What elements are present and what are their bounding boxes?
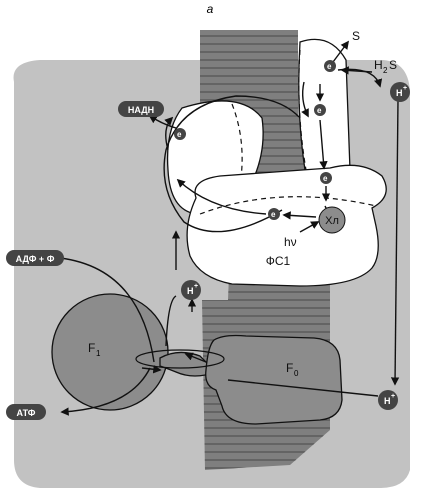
electron-2: e <box>314 104 326 116</box>
line-hplus-down <box>165 295 177 347</box>
svg-text:e: e <box>271 210 276 219</box>
electron-1: e <box>324 60 336 72</box>
flow-arrows <box>59 40 400 416</box>
arrow-hv-to-chl <box>299 221 320 233</box>
svg-text:H: H <box>384 396 391 406</box>
svg-text:+: + <box>403 85 407 92</box>
svg-text:e: e <box>317 106 322 115</box>
svg-text:e: e <box>327 62 332 71</box>
svg-text:+: + <box>391 393 395 400</box>
label-f1: F 1 <box>88 341 101 358</box>
svg-text:2: 2 <box>383 66 388 75</box>
hplus-bottom: H + <box>378 390 398 410</box>
electron-4: e <box>268 208 280 220</box>
arrow-rotor-2 <box>141 365 162 374</box>
svg-text:АТФ: АТФ <box>17 408 36 418</box>
atp-label: АТФ <box>6 404 46 420</box>
rotor-ring <box>135 349 225 369</box>
adp-label: АДФ + Ф <box>6 250 64 266</box>
arrow-to-atp <box>60 367 151 416</box>
electron-3: e <box>320 172 332 184</box>
svg-text:H: H <box>374 58 383 72</box>
electron-5: e <box>174 128 186 140</box>
f1-head <box>51 293 169 411</box>
ps1-body <box>186 164 387 287</box>
svg-text:H: H <box>396 88 403 98</box>
label-h2s: H 2 S <box>374 58 397 75</box>
arrow-chl-to-e <box>282 211 317 220</box>
label-hv: hν <box>284 235 297 249</box>
label-f0: F 0 <box>286 361 299 378</box>
arrow-e-upper <box>301 81 309 118</box>
arrow-right-down <box>390 99 400 386</box>
label-ps1: ФС1 <box>266 254 291 268</box>
svg-text:АДФ + Ф: АДФ + Ф <box>16 254 55 264</box>
svg-text:S: S <box>389 58 397 72</box>
arrow-rotor-1 <box>184 352 207 363</box>
hplus-top: H + <box>390 82 410 102</box>
svg-text:F: F <box>88 341 95 355</box>
arc-around-lobe <box>163 95 301 233</box>
svg-text:e: e <box>177 130 182 139</box>
arrow-e-down-2 <box>319 119 328 170</box>
svg-text:Хл: Хл <box>325 215 339 227</box>
proton-channel-line <box>227 379 379 397</box>
label-s: S <box>352 29 360 43</box>
hplus-middle: H + <box>181 280 201 300</box>
nadh-label: НАДН <box>118 101 164 117</box>
arrow-e-to-left <box>176 178 267 215</box>
upper-lobe-dashed-edge <box>298 49 307 171</box>
f0-base <box>205 334 343 425</box>
svg-text:0: 0 <box>294 369 299 378</box>
svg-text:НАДН: НАДН <box>128 105 154 115</box>
svg-text:H: H <box>187 286 194 296</box>
svg-text:1: 1 <box>96 349 101 358</box>
adp-line <box>59 257 155 363</box>
svg-text:e: e <box>323 174 328 183</box>
chlorophyll: Хл <box>318 206 346 234</box>
ps1-dashed-edge <box>199 196 377 215</box>
arrow-to-nadh <box>148 115 177 129</box>
panel-label: а <box>207 2 214 16</box>
svg-text:+: + <box>194 283 198 290</box>
arrow-h2s-to-e <box>340 66 373 75</box>
svg-text:F: F <box>286 361 293 375</box>
